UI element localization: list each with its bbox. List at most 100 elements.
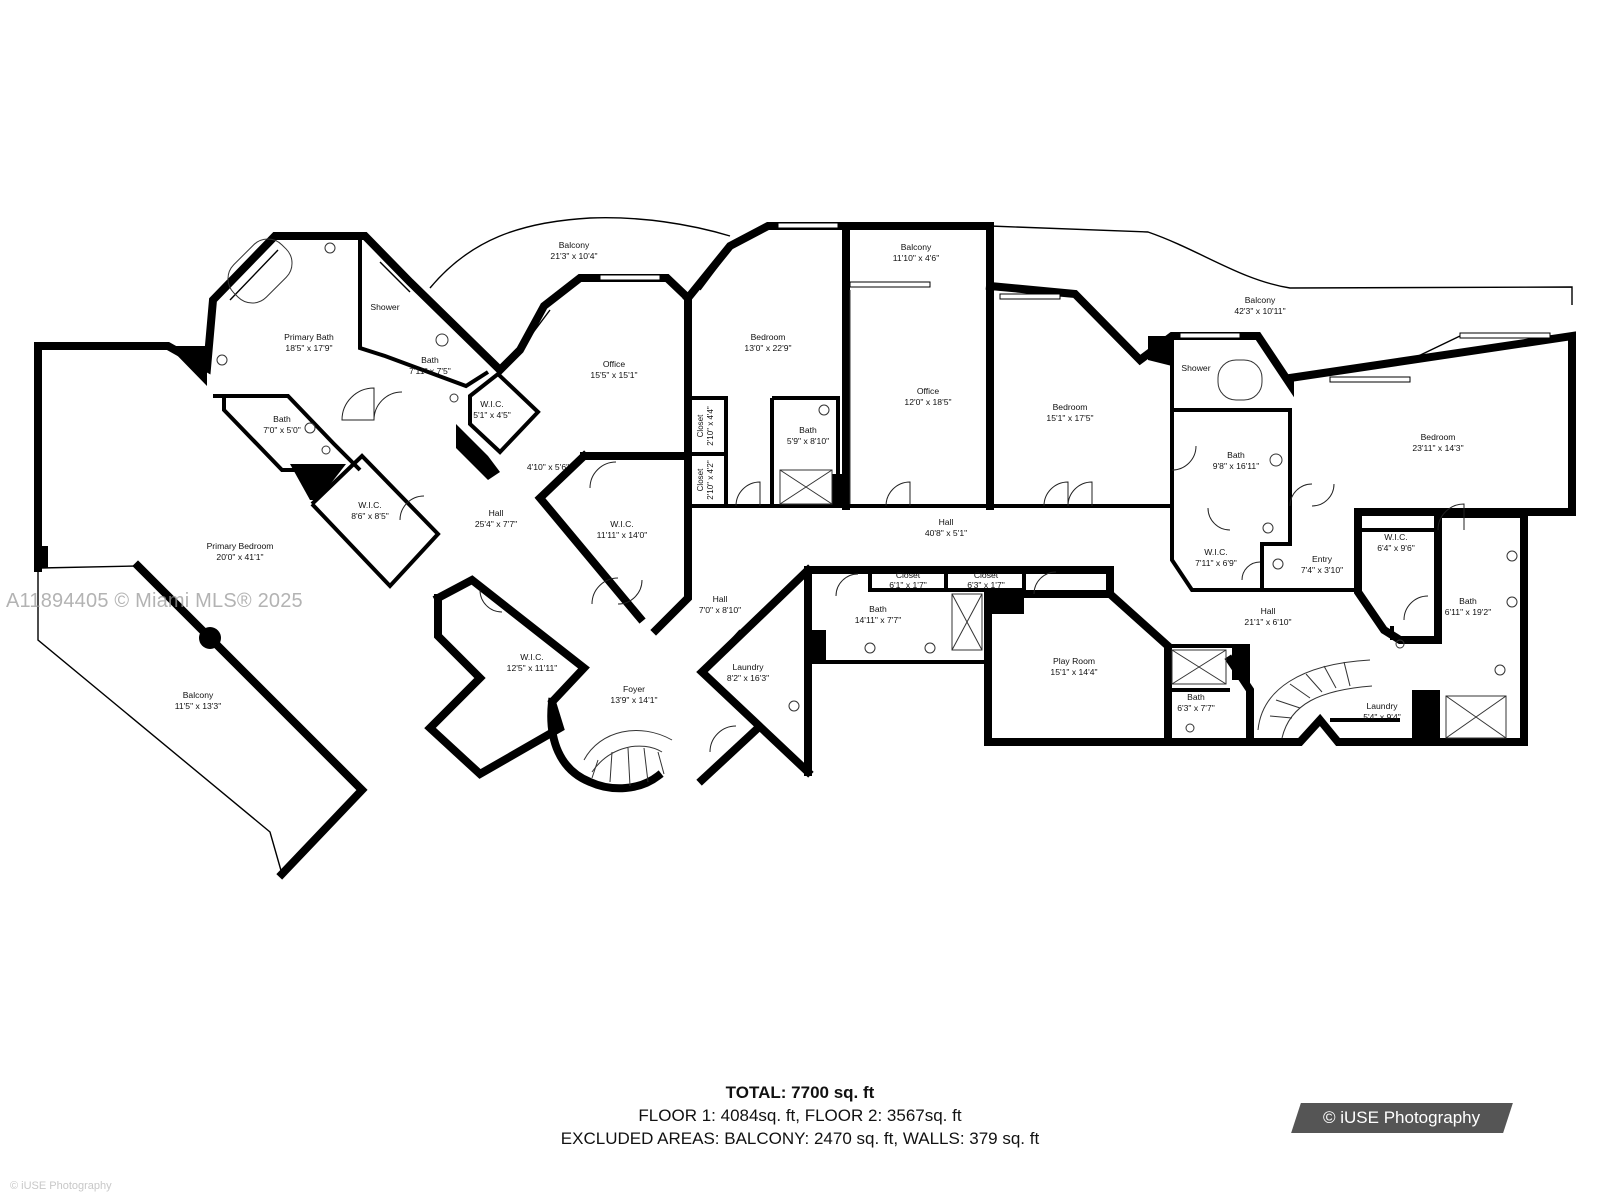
room-name-0: Balcony <box>559 240 590 250</box>
room-dims-8: 12'0" x 18'5" <box>904 397 951 407</box>
room-name-30: Hall <box>1261 606 1276 616</box>
room-name-23: Entry <box>1312 554 1333 564</box>
room-name-9: Bedroom <box>1053 402 1088 412</box>
room-dims-27: 6'11" x 19'2" <box>1445 607 1492 617</box>
closet-v-name-1: Closet <box>696 468 705 491</box>
room-dims-25: 6'1" x 1'7" <box>889 580 927 590</box>
room-name-18: Hall <box>489 508 504 518</box>
wall-top-bedroom <box>682 222 850 510</box>
svg-text:W.I.C.12'5" x 11'11": W.I.C.12'5" x 11'11" <box>507 652 558 673</box>
balcony-top-left-outline <box>429 217 731 289</box>
svg-text:W.I.C.5'1" x 4'5": W.I.C.5'1" x 4'5" <box>473 399 511 420</box>
iwall-bath-59 <box>770 396 840 506</box>
room-dims-0: 21'3" x 10'4" <box>550 251 597 261</box>
wall-right-bottom <box>984 590 1254 746</box>
room-name-7: Bedroom <box>751 332 786 342</box>
room-name-13: W.I.C. <box>480 399 503 409</box>
room-dims-24: 6'4" x 9'6" <box>1377 543 1415 553</box>
closet-v-dims-0: 2'10" x 4'4" <box>706 406 715 446</box>
room-name-11: Bedroom <box>1421 432 1456 442</box>
room-name-12: Bath <box>273 414 291 424</box>
room-dims-15: 9'8" x 16'11" <box>1213 461 1260 471</box>
room-dims-9: 15'1" x 17'5" <box>1046 413 1093 423</box>
room-dims-13: 5'1" x 4'5" <box>473 410 511 420</box>
room-dims-19: 11'11" x 14'0" <box>597 530 648 540</box>
room-name-36: Bath <box>1187 692 1205 702</box>
room-dims-20: 40'8" x 5'1" <box>925 528 967 538</box>
room-dims-26: 6'3" x 1'7" <box>967 580 1005 590</box>
room-name-1: Balcony <box>901 242 932 252</box>
room-name-17: W.I.C. <box>358 500 381 510</box>
photography-credit-badge: © iUSE Photography <box>1291 1103 1513 1133</box>
mls-watermark: A11894405 © Miami MLS® 2025 <box>6 590 303 612</box>
room-dims-2: 42'3" x 10'11" <box>1234 306 1285 316</box>
room-dims-36: 6'3" x 7'7" <box>1177 703 1215 713</box>
wall-center-lower <box>804 566 1114 776</box>
room-dims-6: 15'5" x 15'1" <box>590 370 637 380</box>
room-dims-28: 7'0" x 8'10" <box>699 605 741 615</box>
doors <box>341 387 1465 753</box>
room-name-35: Foyer <box>623 684 645 694</box>
svg-text:Shower: Shower <box>1181 363 1210 373</box>
wall-top-office <box>842 222 994 510</box>
room-name-32: Play Room <box>1053 656 1095 666</box>
closet-v-name-0: Closet <box>696 414 705 437</box>
room-name-14: Bath <box>799 425 817 435</box>
svg-text:Closet2'10" x 4'4": Closet2'10" x 4'4" <box>696 406 715 446</box>
summary-excluded: EXCLUDED AREAS: BALCONY: 2470 sq. ft, WA… <box>560 1129 1040 1148</box>
photography-credit-text: © iUSE Photography <box>1323 1108 1481 1127</box>
room-name-33: Laundry <box>732 662 764 672</box>
wall-foyer-right <box>696 722 764 786</box>
iwall-closets <box>688 396 1172 508</box>
summary-floors: FLOOR 1: 4084sq. ft, FLOOR 2: 3567sq. ft <box>638 1106 962 1125</box>
room-name-26: Closet <box>974 570 999 580</box>
wall-foyer-curve <box>547 697 664 793</box>
svg-text:W.I.C.7'11" x 6'9": W.I.C.7'11" x 6'9" <box>1195 547 1237 568</box>
room-dims-35: 13'9" x 14'1" <box>610 695 657 705</box>
shaft-bath-59 <box>832 474 842 506</box>
windows <box>39 222 1551 791</box>
stairs-foyer <box>583 729 673 787</box>
room-dims-14: 5'9" x 8'10" <box>787 436 829 446</box>
room-dims-33: 8'2" x 16'3" <box>727 673 769 683</box>
room-name-20: Hall <box>939 517 954 527</box>
room-name-34: Balcony <box>183 690 214 700</box>
room-dims-16: 4'10" x 5'6" <box>527 462 569 472</box>
shaft-hall-w <box>456 424 500 480</box>
room-name-6: Office <box>603 359 626 369</box>
summary-total-value: 7700 sq. ft <box>791 1083 875 1102</box>
iwall-bath-98 <box>1170 336 1356 592</box>
room-dims-34: 11'5" x 13'3" <box>175 701 222 711</box>
summary-total: TOTAL: 7700 sq. ft <box>0 1083 1600 1103</box>
iwall-wic-514 <box>468 371 541 455</box>
room-dims-11: 23'11" x 14'3" <box>1412 443 1463 453</box>
room-name-22: W.I.C. <box>1204 547 1227 557</box>
room-dims-5: 7'11" x 7'5" <box>409 366 451 376</box>
room-name-10: Shower <box>1181 363 1210 373</box>
room-dims-37: 5'4" x 9'4" <box>1363 712 1401 722</box>
room-name-4: Shower <box>370 302 399 312</box>
shaft-primary-sw <box>290 464 346 500</box>
room-name-21: Primary Bedroom <box>207 541 274 551</box>
room-dims-12: 7'0" x 5'0" <box>263 425 301 435</box>
svg-text:Closet2'10" x 4'2": Closet2'10" x 4'2" <box>696 460 715 500</box>
